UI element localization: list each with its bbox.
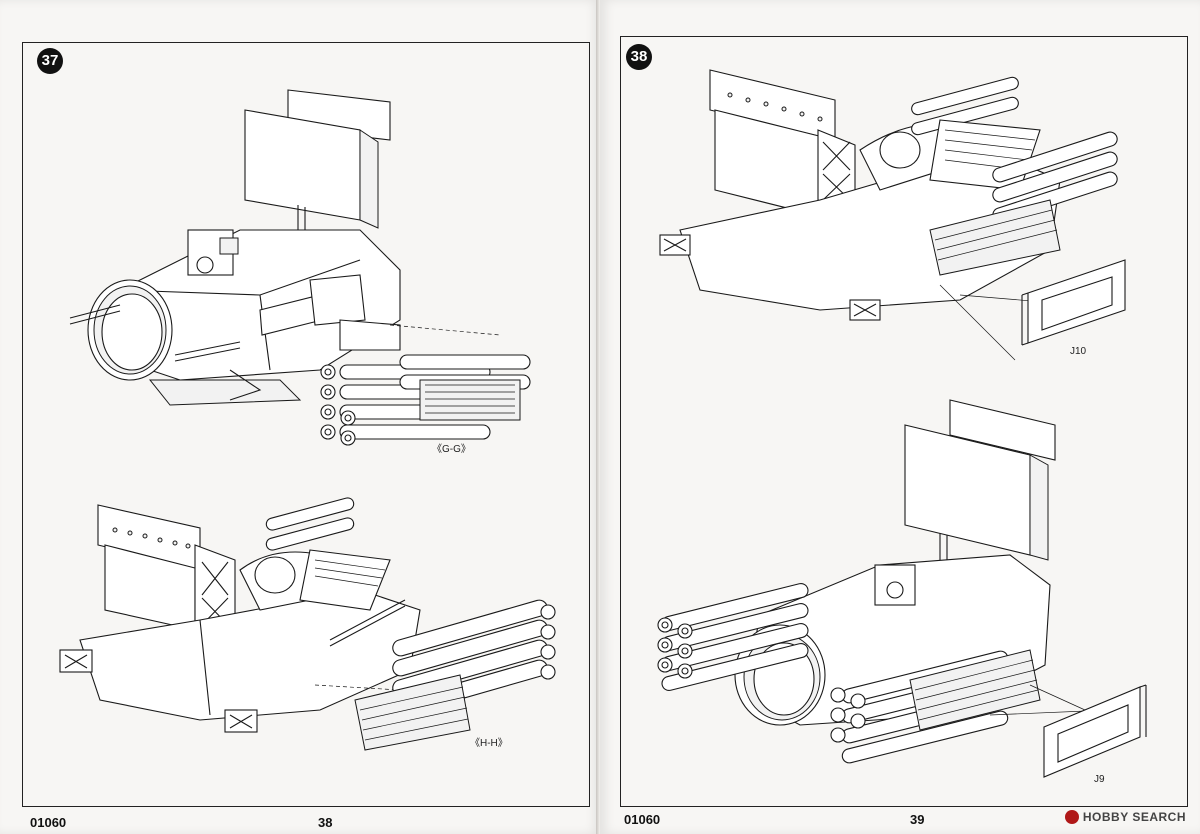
kit-code-left: 01060 bbox=[30, 815, 67, 830]
right-page: 38 bbox=[600, 0, 1200, 834]
hobby-search-watermark: HOBBY SEARCH bbox=[1064, 810, 1186, 824]
right-page-frame bbox=[620, 36, 1188, 807]
left-page: 37 bbox=[0, 0, 600, 834]
step-37-badge: 37 bbox=[37, 48, 63, 74]
part-j10-illustration bbox=[1021, 259, 1126, 346]
step-37-upper-assembly-illustration bbox=[69, 89, 531, 446]
step-38-badge: 38 bbox=[626, 44, 652, 70]
watermark-text: HOBBY SEARCH bbox=[1082, 810, 1186, 824]
part-label-j10: J10 bbox=[1070, 346, 1087, 357]
step-37-lower-assembly-illustration bbox=[59, 497, 556, 751]
step-38-upper-assembly-illustration bbox=[659, 69, 1118, 361]
part-j9-illustration bbox=[1043, 684, 1147, 778]
hobby-search-logo-icon bbox=[1064, 810, 1079, 824]
left-page-frame bbox=[22, 42, 590, 807]
detail-label-g-g: 《G-G》 bbox=[432, 444, 471, 455]
step-38-lower-assembly-illustration bbox=[657, 399, 1141, 764]
kit-code-right: 01060 bbox=[624, 812, 661, 827]
page-number-left: 38 bbox=[318, 815, 333, 830]
part-label-j9: J9 bbox=[1094, 774, 1105, 785]
detail-label-h-h: 《H-H》 bbox=[470, 738, 508, 749]
page-number-right: 39 bbox=[910, 812, 925, 827]
